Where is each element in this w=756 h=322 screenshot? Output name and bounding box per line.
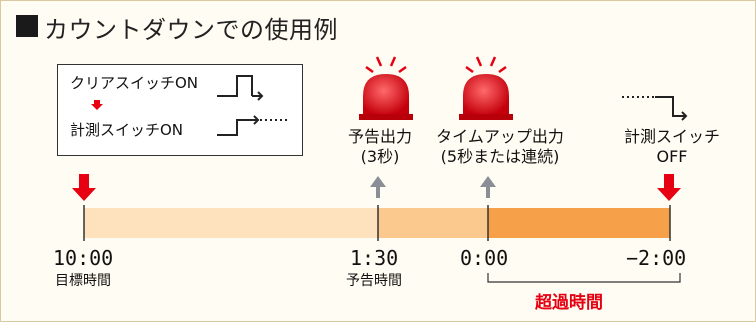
measure-off-arrowhead-icon <box>681 111 688 121</box>
clear-switch-pulse-icon <box>217 75 253 97</box>
title-square-icon <box>16 15 38 37</box>
legend-measure-switch-label: 計測スイッチON <box>70 121 184 139</box>
warning-output-label: 予告出力 (3秒) <box>330 127 430 167</box>
time-end: −2:00 <box>626 246 687 270</box>
legend-clear-switch-label: クリアスイッチON <box>70 74 199 92</box>
warning-output-duration: (3秒) <box>360 147 400 166</box>
time-warning-caption: 予告時間 <box>346 273 402 289</box>
timeup-lamp-icon <box>459 56 513 120</box>
warning-up-arrow-icon <box>370 176 386 198</box>
diagram-title: カウントダウンでの使用例 <box>44 16 338 44</box>
stop-down-arrow-icon <box>657 174 681 201</box>
timeline-bar-countdown <box>84 208 378 238</box>
timeup-output-title: タイムアップ出力 <box>436 127 564 146</box>
measure-off-title: 計測スイッチ <box>623 127 720 146</box>
warning-lamp-icon <box>359 56 413 120</box>
warning-output-title: 予告出力 <box>347 127 412 146</box>
measure-off-state: OFF <box>656 147 688 166</box>
clear-switch-arrowhead-icon <box>252 91 264 101</box>
timeline-bar-warning <box>378 208 488 238</box>
overtime-bracket <box>487 273 681 283</box>
legend-box <box>57 64 303 156</box>
time-start-caption: 目標時間 <box>55 273 111 289</box>
time-zero: 0:00 <box>460 246 509 270</box>
timeup-up-arrow-icon <box>480 176 496 198</box>
measure-off-step-icon <box>655 96 686 117</box>
overtime-label: 超過時間 <box>535 293 603 313</box>
measure-off-label: 計測スイッチ OFF <box>612 127 732 167</box>
timeline-bar-overtime <box>488 208 670 238</box>
time-start: 10:00 <box>53 246 114 270</box>
measure-switch-step-icon <box>217 119 258 136</box>
measure-switch-arrowhead-icon <box>253 115 260 125</box>
time-warning: 1:30 <box>350 246 399 270</box>
start-down-arrow-icon <box>72 174 96 201</box>
legend-down-arrow-icon <box>91 100 103 110</box>
timeup-output-label: タイムアップ出力 (5秒または連続) <box>425 127 575 167</box>
timeup-output-duration: (5秒または連続) <box>440 147 560 166</box>
